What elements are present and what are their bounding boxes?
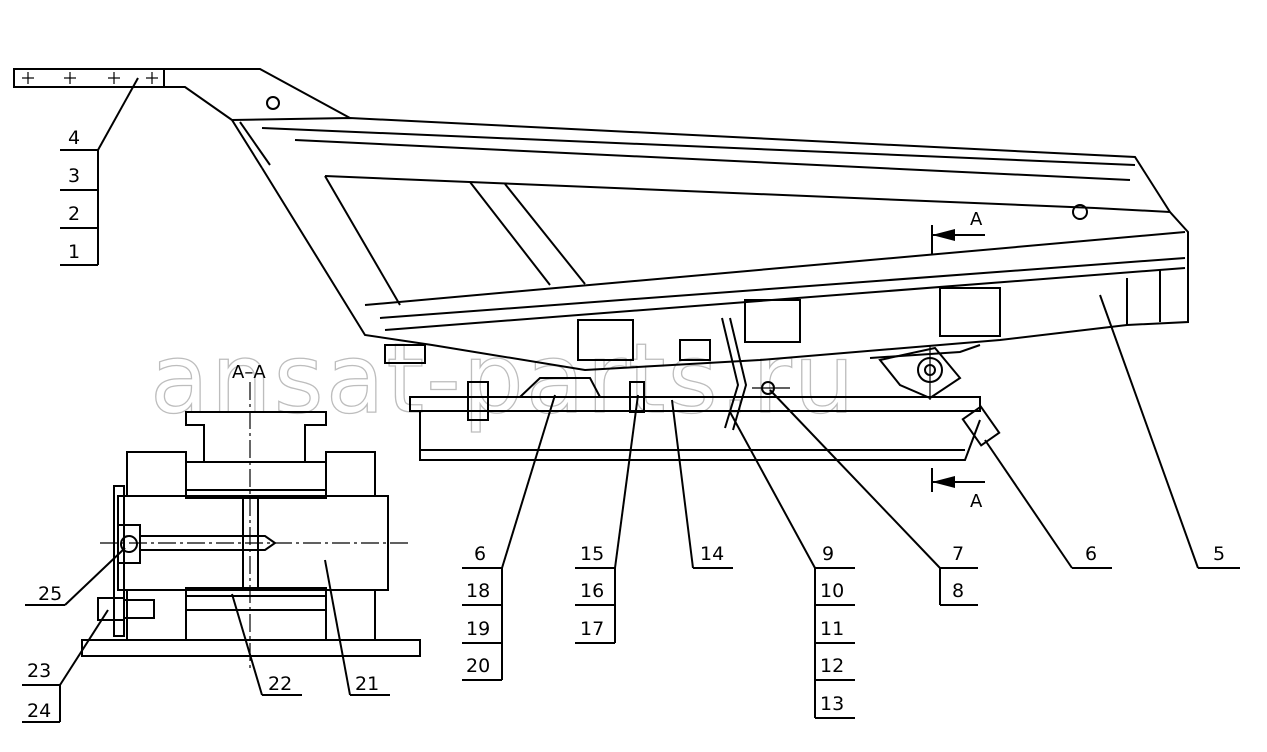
callout-5: 5 <box>1213 543 1225 565</box>
callout-2: 2 <box>68 203 80 225</box>
callout-20: 20 <box>466 655 490 677</box>
callout-22: 22 <box>268 673 292 695</box>
callout-6-left: 6 <box>474 543 486 565</box>
callout-11: 11 <box>820 618 844 640</box>
lifting-eye-rear <box>1072 204 1088 220</box>
callout-10: 10 <box>820 580 844 602</box>
canopy-bolts <box>22 72 158 84</box>
section-view-title: A–A <box>232 362 266 383</box>
callout-1: 1 <box>68 241 80 263</box>
callout-4: 4 <box>68 127 80 149</box>
callout-23: 23 <box>27 660 51 682</box>
section-marker-bottom: A <box>970 491 983 512</box>
callout-15: 15 <box>580 543 604 565</box>
dump-body-side-view: A A <box>13 68 1189 512</box>
section-a-a-view: A–A <box>81 362 421 670</box>
callout-9: 9 <box>822 543 834 565</box>
callout-leaders <box>22 77 1240 723</box>
canopy-plate <box>13 68 165 88</box>
callout-21: 21 <box>355 673 379 695</box>
callout-numbers: 4 3 2 1 5 6 7 8 9 10 11 12 13 14 15 16 1… <box>27 127 1225 722</box>
callout-8: 8 <box>952 580 964 602</box>
callout-12: 12 <box>820 655 844 677</box>
callout-7: 7 <box>952 543 964 565</box>
callout-19: 19 <box>466 618 490 640</box>
lifting-eye-front <box>266 96 280 110</box>
callout-6-right: 6 <box>1085 543 1097 565</box>
section-marker-top: A <box>970 209 983 230</box>
callout-3: 3 <box>68 165 80 187</box>
callout-17: 17 <box>580 618 604 640</box>
callout-24: 24 <box>27 700 51 722</box>
callout-13: 13 <box>820 693 844 715</box>
callout-14: 14 <box>700 543 724 565</box>
callout-18: 18 <box>466 580 490 602</box>
callout-25: 25 <box>38 583 62 605</box>
callout-16: 16 <box>580 580 604 602</box>
